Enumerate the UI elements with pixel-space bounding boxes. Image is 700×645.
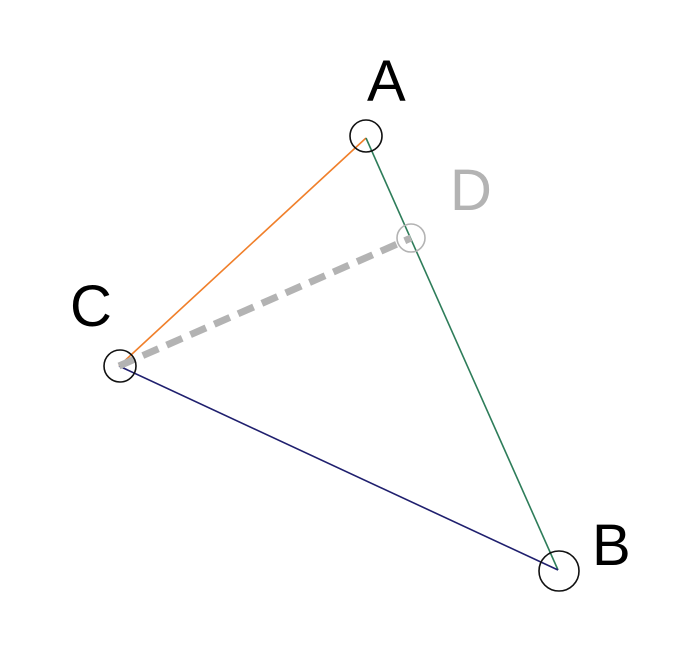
point-d-label: D xyxy=(450,158,492,223)
segment-cd-dashed xyxy=(117,234,413,370)
point-d-marker xyxy=(396,223,426,253)
vertex-a-marker xyxy=(349,119,383,153)
vertex-b-label: B xyxy=(592,513,631,578)
vertex-c-label: C xyxy=(70,274,112,339)
vertex-a-label: A xyxy=(367,49,406,114)
segment-cb xyxy=(118,365,559,571)
segment-ca xyxy=(118,137,367,367)
vertex-c-marker xyxy=(103,349,137,383)
vertex-b-marker xyxy=(538,550,580,592)
segment-ab xyxy=(365,137,559,571)
